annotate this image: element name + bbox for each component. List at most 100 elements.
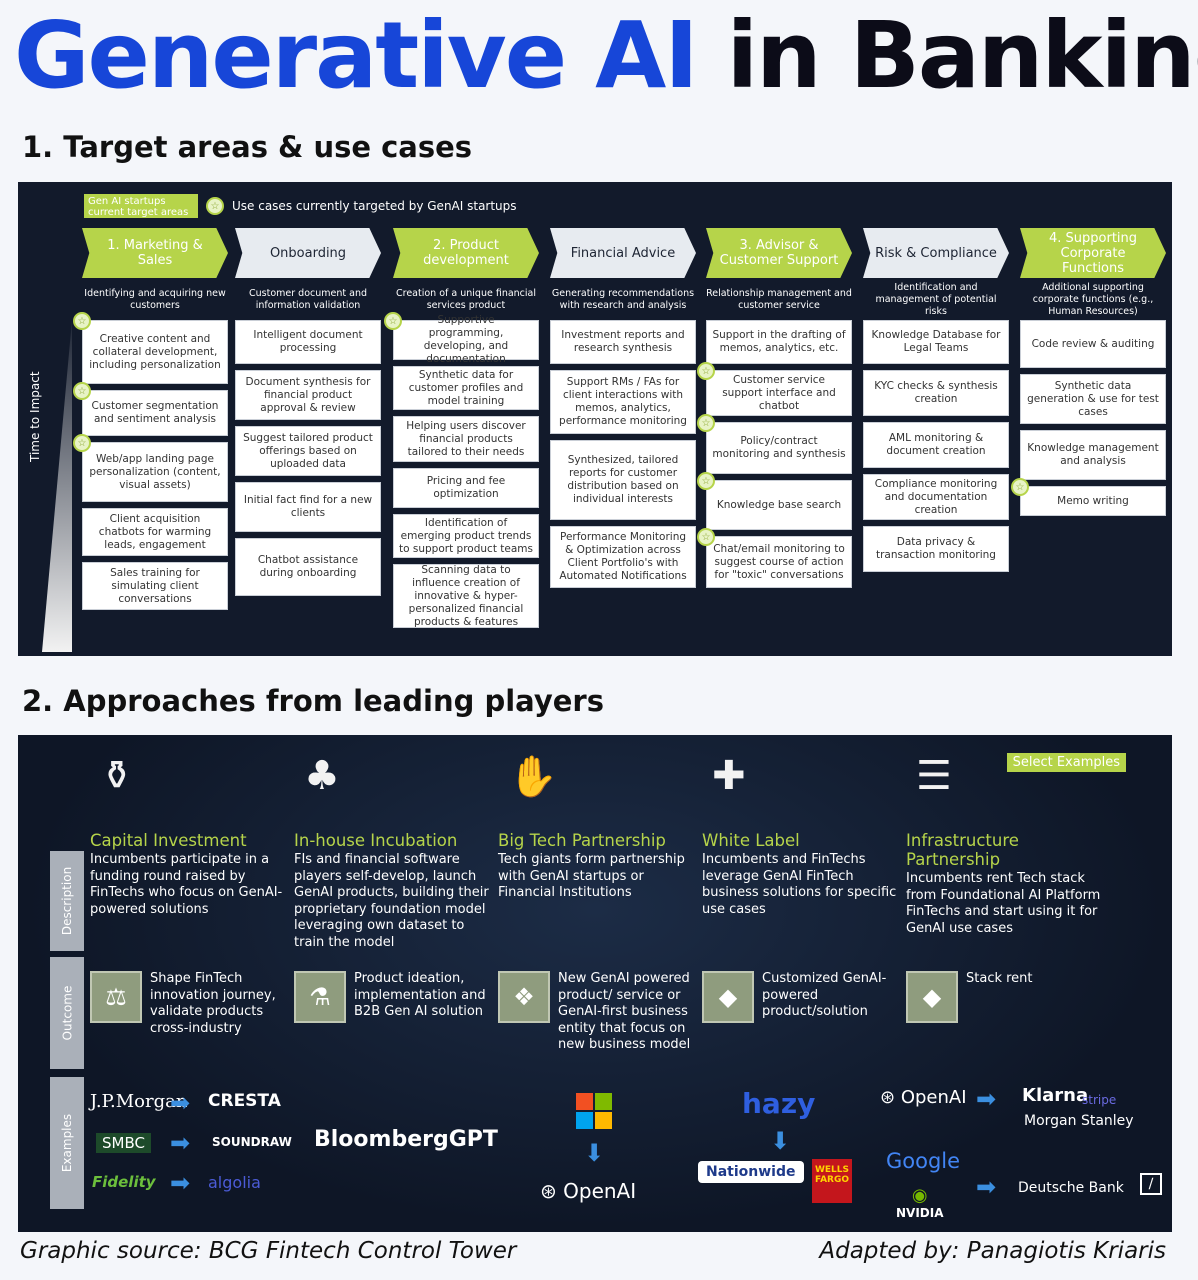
- startup-star-icon: ☆: [73, 312, 91, 330]
- legend-text: Use cases currently targeted by GenAI st…: [232, 199, 517, 213]
- arrow-right-icon: ➡: [976, 1085, 997, 1113]
- logo-algolia: algolia: [208, 1173, 261, 1192]
- use-case-card: ☆ Policy/contract monitoring and synthesi…: [697, 414, 852, 474]
- use-case-text: Policy/contract monitoring and synthesis: [712, 435, 846, 460]
- use-case-card: ☆ Creative content and collateral develop…: [73, 312, 228, 384]
- outcome-icon: ◆: [702, 971, 754, 1023]
- use-case-card: ☆Web/app landing page personalization (c…: [73, 434, 228, 502]
- use-case-text: Knowledge Database for Legal Teams: [871, 329, 1001, 354]
- startup-star-icon: ☆: [384, 312, 402, 330]
- approach-description: Incumbents and FinTechs leverage GenAI F…: [702, 852, 897, 917]
- use-case-card: Performance Monitoring & Optimization ac…: [550, 526, 696, 588]
- use-case-card: Synthesized, tailored reports for custom…: [550, 440, 696, 520]
- approach-title: Infrastructure Partnership: [906, 831, 1019, 869]
- use-case-card: Chatbot assistance during onboarding: [235, 538, 381, 596]
- startup-star-icon: ☆: [697, 414, 715, 432]
- logo-fidelity: Fidelity: [92, 1173, 156, 1191]
- use-case-card: Compliance monitoring and documentation …: [863, 474, 1009, 520]
- outcome-text: Stack rent: [966, 971, 1033, 986]
- column-subtitle: Additional supporting corporate function…: [1032, 282, 1154, 317]
- column-subtitle: Identifying and acquiring new customers: [84, 288, 226, 311]
- section2-heading: 2. Approaches from leading players: [22, 684, 604, 718]
- use-case-card: Data privacy & transaction monitoring: [863, 526, 1009, 572]
- use-case-card: Suggest tailored product offerings based…: [235, 426, 381, 476]
- use-cases-panel: Gen AI startups current target areas ☆ U…: [18, 182, 1172, 656]
- use-case-text: Client acquisition chatbots for warming …: [98, 512, 212, 551]
- legend: Gen AI startups current target areas ☆ U…: [84, 194, 517, 218]
- use-case-text: Chatbot assistance during onboarding: [257, 554, 359, 579]
- outcome-text: New GenAI powered product/ service or Ge…: [558, 971, 691, 1052]
- outcome-text: Shape FinTech innovation journey, valida…: [150, 971, 276, 1036]
- approach-title: Big Tech Partnership: [498, 831, 666, 850]
- microsoft-logo-icon: [576, 1093, 612, 1129]
- use-case-text: Web/app landing page personalization (co…: [89, 452, 221, 491]
- tab-examples-label: Examples: [60, 1113, 74, 1173]
- approach-description: Incumbents rent Tech stack from Foundati…: [906, 871, 1101, 936]
- logo-nationwide: Nationwide: [698, 1161, 804, 1183]
- approach-icon: ♣: [304, 753, 340, 799]
- startup-star-icon: ☆: [697, 472, 715, 490]
- outcome-icon: ⚗: [294, 971, 346, 1023]
- arrow-right-icon: ➡: [170, 1169, 191, 1197]
- use-case-card: Synthetic data generation & use for test…: [1020, 374, 1166, 424]
- approach-outcome: ⚗Product ideation, implementation and B2…: [294, 971, 494, 1023]
- tab-outcome-label: Outcome: [60, 985, 74, 1041]
- startup-star-icon: ☆: [1011, 478, 1029, 496]
- approach-description: Incumbents participate in a funding roun…: [90, 852, 283, 917]
- openai-msft-text: OpenAI: [563, 1179, 637, 1203]
- page-title: Generative AI in Banking: [14, 2, 1198, 109]
- approach-description: Tech giants form partnership with GenAI …: [498, 852, 685, 900]
- column-header: Onboarding: [235, 228, 381, 278]
- use-case-text: Memo writing: [1057, 494, 1129, 507]
- use-case-text: Scanning data to influence creation of i…: [408, 563, 524, 628]
- use-case-text: Creative content and collateral developm…: [89, 332, 221, 371]
- logo-openai-infra: ⊛ OpenAI: [880, 1087, 967, 1108]
- use-case-text: Synthetic data for customer profiles and…: [408, 368, 524, 407]
- deutschebank-slash-icon: ∕: [1140, 1173, 1162, 1195]
- tab-description-label: Description: [60, 866, 74, 936]
- column-header: 3. Advisor & Customer Support: [706, 228, 852, 278]
- startup-star-icon: ☆: [697, 362, 715, 380]
- use-case-text: Sales training for simulating client con…: [110, 566, 200, 605]
- arrow-down-icon: ⬇: [584, 1139, 605, 1167]
- use-case-text: Suggest tailored product offerings based…: [243, 431, 373, 470]
- time-wedge: [42, 320, 72, 652]
- use-case-card: Support in the drafting of memos, analyt…: [706, 320, 852, 364]
- use-case-text: KYC checks & synthesis creation: [874, 380, 998, 405]
- title-part2: in Banking: [726, 2, 1198, 109]
- use-case-card: KYC checks & synthesis creation: [863, 370, 1009, 416]
- logo-stripe: stripe: [1082, 1093, 1117, 1107]
- logo-smbc: SMBC: [96, 1133, 151, 1153]
- footer-adapted: Adapted by: Panagiotis Kriaris: [819, 1238, 1166, 1264]
- use-case-card: Intelligent document processing: [235, 320, 381, 364]
- column-header: 2. Product development: [393, 228, 539, 278]
- use-case-card: ☆ Memo writing: [1011, 478, 1166, 516]
- use-case-text: Pricing and fee optimization: [426, 475, 506, 500]
- use-case-card: Client acquisition chatbots for warming …: [82, 508, 228, 556]
- use-case-text: Code review & auditing: [1031, 337, 1155, 350]
- outcome-icon: ❖: [498, 971, 550, 1023]
- use-case-card: Knowledge management and analysis: [1020, 430, 1166, 480]
- logo-deutschebank: Deutsche Bank: [1018, 1180, 1124, 1196]
- logo-hazy: hazy: [742, 1087, 816, 1120]
- startup-star-icon: ☆: [697, 528, 715, 546]
- use-case-card: ☆Chat/email monitoring to suggest course…: [697, 528, 852, 588]
- approach-icon: ☰: [916, 753, 952, 799]
- logo-bloomberggpt: BloombergGPT: [314, 1127, 498, 1152]
- use-case-text: Chat/email monitoring to suggest course …: [713, 542, 845, 581]
- use-case-card: ☆Supportive programming, developing, and…: [384, 312, 539, 365]
- outcome-icon: ⚖: [90, 971, 142, 1023]
- use-case-text: Synthesized, tailored reports for custom…: [567, 454, 679, 505]
- logo-google: Google: [886, 1149, 961, 1173]
- use-case-text: Document synthesis for financial product…: [245, 375, 371, 414]
- logo-wellsfargo: WELLS FARGO: [812, 1159, 852, 1203]
